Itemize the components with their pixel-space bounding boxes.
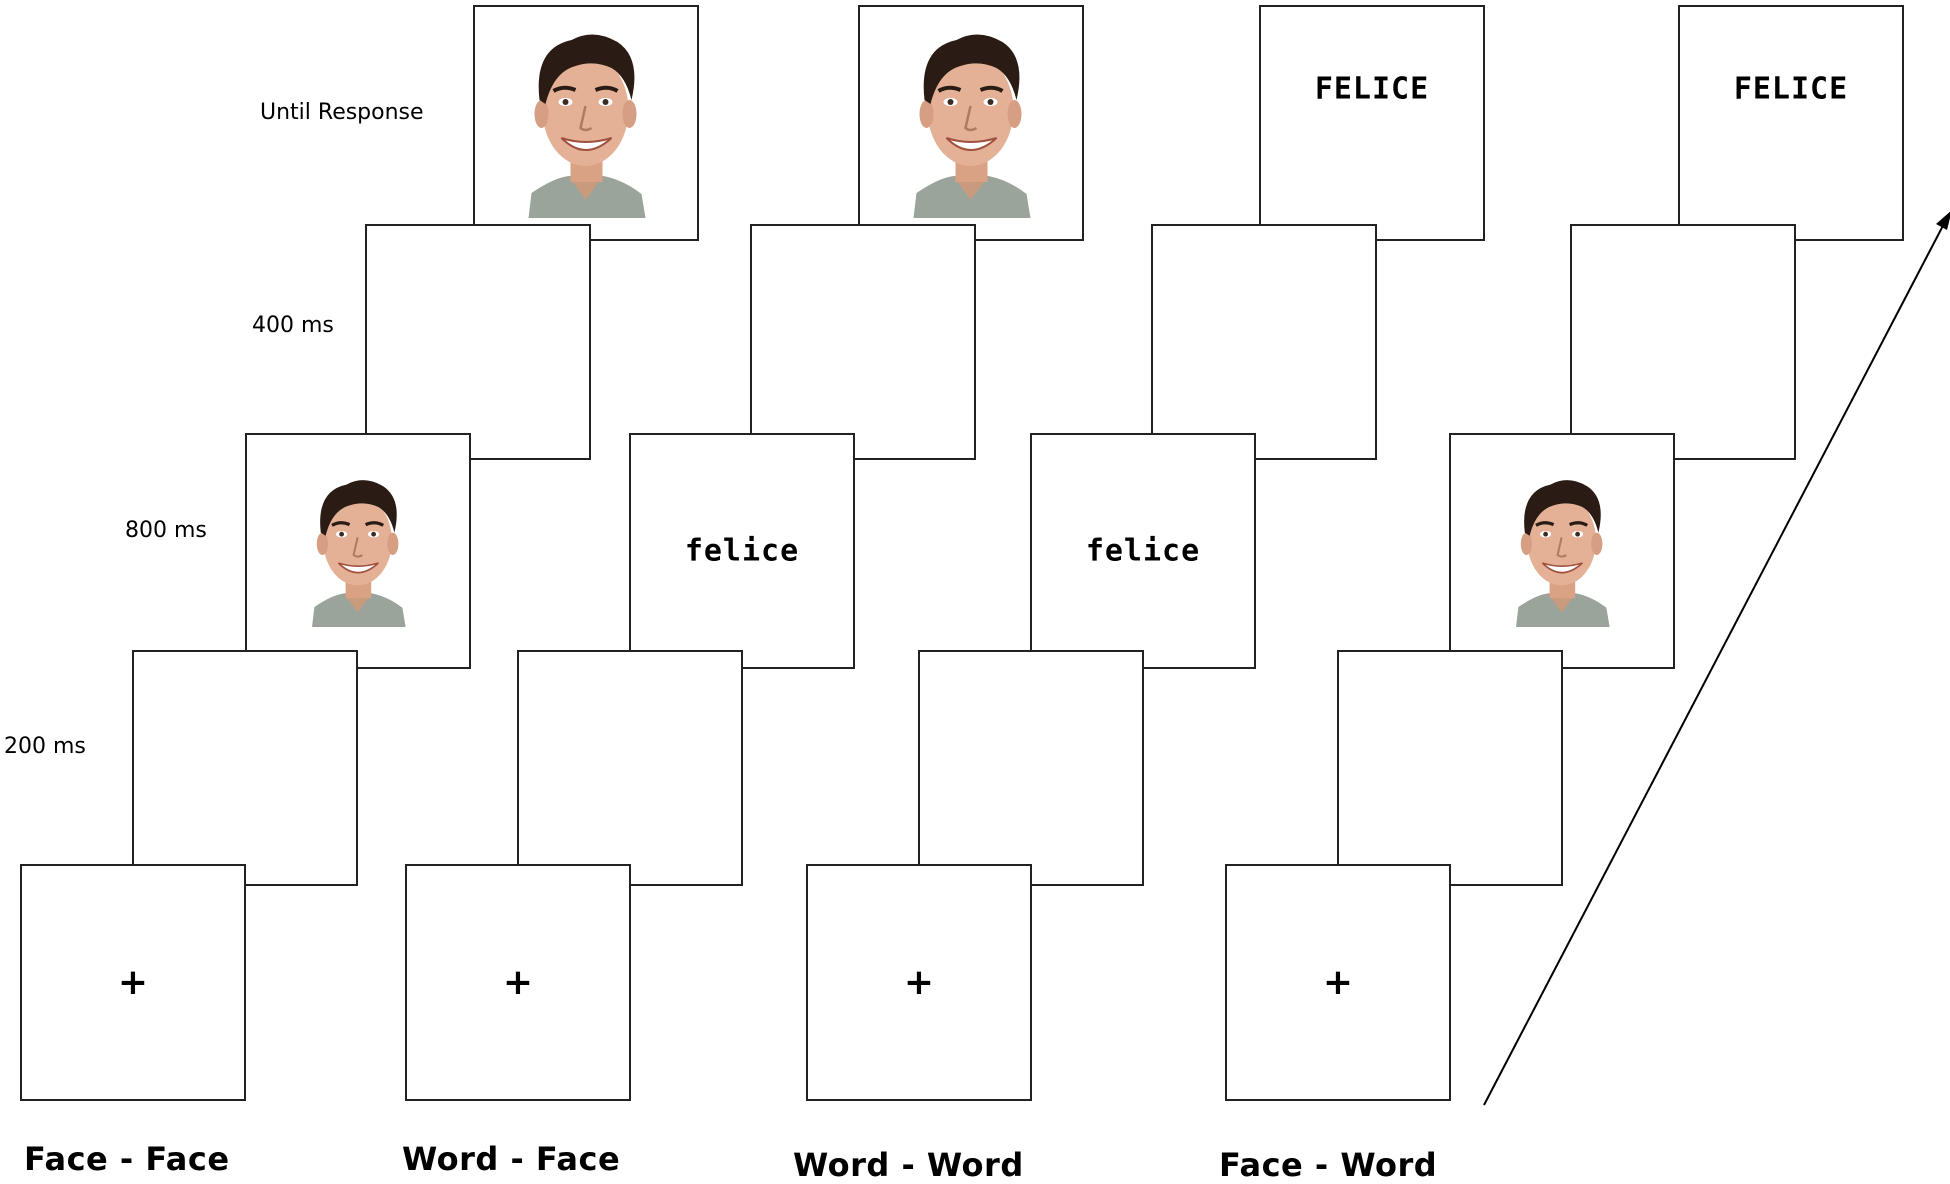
second-stimulus-frame: FELICE <box>1678 5 1904 241</box>
blank-frame-200ms <box>918 650 1144 886</box>
fixation-frame: + <box>1225 864 1451 1101</box>
second-stimulus-frame <box>473 5 699 241</box>
face-image-icon <box>909 28 1034 218</box>
blank-frame-200ms <box>1337 650 1563 886</box>
fixation-cross: + <box>1322 961 1354 1003</box>
blank-frame-200ms <box>517 650 743 886</box>
blank-frame-200ms <box>132 650 358 886</box>
condition-label: Face - Word <box>1219 1146 1438 1184</box>
face-image-icon <box>308 475 408 627</box>
blank-frame-400ms <box>1151 224 1377 460</box>
blank-frame-400ms <box>1570 224 1796 460</box>
first-stimulus-frame: felice <box>629 433 855 669</box>
timing-label-until-response: Until Response <box>260 100 424 125</box>
second-stimulus-frame <box>858 5 1084 241</box>
first-stimulus-frame <box>245 433 471 669</box>
condition-label: Word - Word <box>793 1146 1024 1184</box>
condition-label: Word - Face <box>402 1140 621 1178</box>
first-stimulus-frame <box>1449 433 1675 669</box>
fixation-frame: + <box>806 864 1032 1101</box>
first-stimulus-frame: felice <box>1030 433 1256 669</box>
face-image-icon <box>524 28 649 218</box>
fixation-cross: + <box>117 961 149 1003</box>
fixation-frame: + <box>405 864 631 1101</box>
fixation-cross: + <box>903 961 935 1003</box>
stimulus-word-uppercase: FELICE <box>1733 71 1849 107</box>
timing-label-200ms: 200 ms <box>4 734 86 759</box>
time-direction-arrow-icon <box>1483 211 1950 1106</box>
fixation-cross: + <box>502 961 534 1003</box>
fixation-frame: + <box>20 864 246 1101</box>
blank-frame-400ms <box>750 224 976 460</box>
second-stimulus-frame: FELICE <box>1259 5 1485 241</box>
condition-label: Face - Face <box>24 1140 230 1178</box>
timing-label-800ms: 800 ms <box>125 518 207 543</box>
timing-label-400ms: 400 ms <box>252 313 334 338</box>
stimulus-word-uppercase: FELICE <box>1314 71 1430 107</box>
stimulus-word-lowercase: felice <box>684 533 800 569</box>
blank-frame-400ms <box>365 224 591 460</box>
stimulus-word-lowercase: felice <box>1085 533 1201 569</box>
